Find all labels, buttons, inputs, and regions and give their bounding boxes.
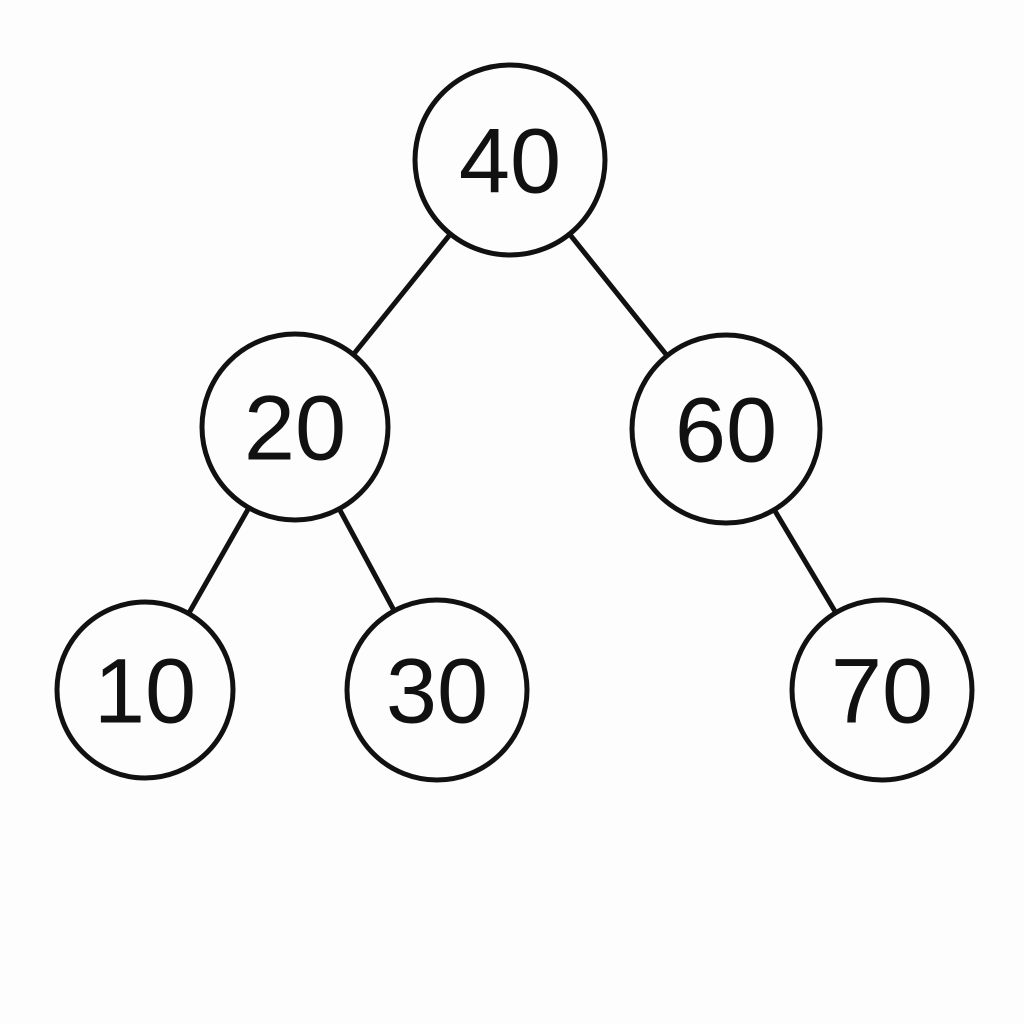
tree-node-circle-20	[199, 331, 391, 523]
tree-node-circle-30	[344, 597, 530, 783]
tree-edge-40-20	[350, 231, 453, 358]
tree-node-circle-40	[412, 62, 608, 258]
tree-node-60: 60	[629, 332, 823, 526]
tree-node-20: 20	[199, 331, 391, 523]
tree-node-40: 40	[412, 62, 608, 258]
tree-nodes-layer: 40 20 60 10 30 70	[54, 62, 975, 783]
tree-edge-40-60	[567, 231, 670, 359]
tree-node-30: 30	[344, 597, 530, 783]
tree-edge-20-30	[336, 506, 397, 614]
tree-edges-layer	[186, 231, 839, 617]
tree-node-label-10: 10	[94, 641, 196, 743]
tree-node-circle-60	[629, 332, 823, 526]
tree-edge-60-70	[771, 507, 839, 616]
tree-node-label-30: 30	[386, 641, 488, 743]
tree-node-circle-10	[54, 599, 236, 781]
tree-node-label-60: 60	[675, 380, 777, 482]
tree-node-label-40: 40	[459, 111, 561, 213]
tree-node-circle-70	[789, 597, 975, 783]
tree-node-label-20: 20	[244, 378, 346, 480]
tree-node-70: 70	[789, 597, 975, 783]
tree-node-label-70: 70	[831, 641, 933, 743]
tree-node-10: 10	[54, 599, 236, 781]
tree-edge-20-10	[186, 505, 252, 617]
